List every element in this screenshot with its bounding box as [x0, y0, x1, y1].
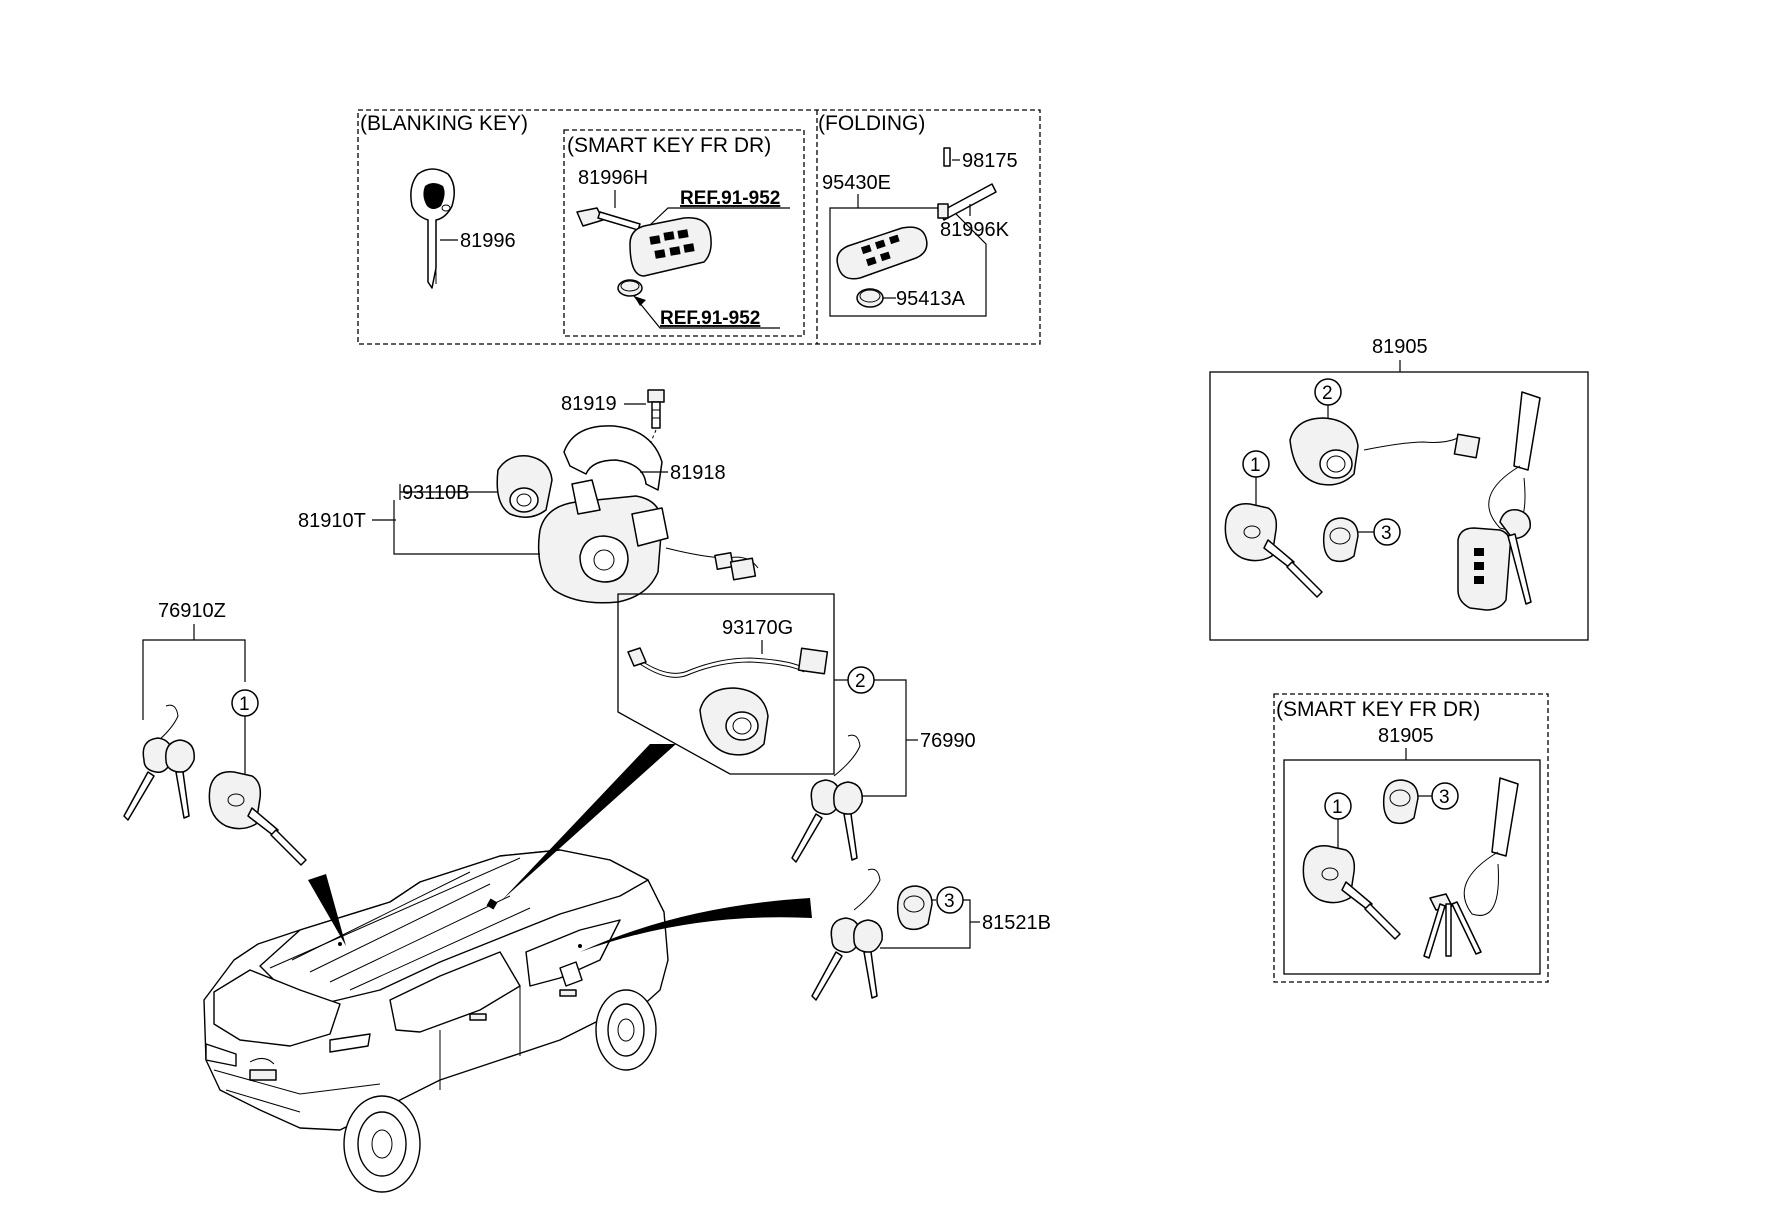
folding-key-fob-icon: [836, 226, 928, 280]
key-pair-center-icon: [791, 734, 863, 863]
outer-key-frame: [357, 109, 1041, 345]
folding-battery-icon: [856, 288, 884, 308]
steering-lock-assembly: 81919 81918 93110B: [298, 389, 759, 604]
label-81996: 81996: [460, 230, 516, 252]
cylinder-93110B-icon: [496, 455, 553, 518]
label-95413A: 95413A: [896, 288, 966, 310]
blade-81996K-icon: [937, 183, 997, 221]
label-93170G: 93170G: [722, 617, 793, 639]
door-cylinder-smart-icon: [1302, 845, 1401, 940]
label-76990: 76990: [920, 730, 976, 752]
callout-circle-3c: [1431, 782, 1459, 810]
door-cylinder-right-icon: [1224, 503, 1323, 598]
callout-3c: 3: [1439, 787, 1450, 808]
cap-81521B-icon: [896, 885, 933, 931]
harness-93170G-icon: [627, 647, 829, 756]
smart-key-caption: (SMART KEY FR DR): [567, 134, 771, 157]
blanking-key-caption: (BLANKING KEY): [360, 112, 528, 135]
label-81905-bottom: 81905: [1378, 725, 1434, 747]
label-81996H: 81996H: [578, 167, 648, 189]
label-81919: 81919: [561, 393, 617, 415]
label-81521B: 81521B: [982, 912, 1051, 934]
ref-label-2: REF.91-952: [660, 308, 760, 329]
key-group-top: (BLANKING KEY) (SMART KEY FR DR) (FOLDIN…: [357, 109, 1041, 345]
callout-1c: 1: [1332, 797, 1343, 818]
label-98175: 98175: [962, 150, 1018, 172]
emergency-key-icon: [576, 207, 641, 231]
door-lock-76910Z: 76910Z 1: [123, 600, 307, 866]
ref-label-1: REF.91-952: [680, 188, 780, 209]
kit-81905-smart-panel: (SMART KEY FR DR) 81905 3 1: [1273, 693, 1549, 983]
callout-3a: 3: [944, 891, 955, 912]
kit-81905-panel: 81905 2 1 3: [1209, 336, 1589, 641]
callout-1a: 1: [239, 694, 250, 715]
cap-smart-right-icon: [1382, 779, 1419, 825]
cap-81521B-group: 3 81521B: [811, 868, 1051, 1001]
callout-circle-3b: [1373, 518, 1401, 546]
label-93110B: 93110B: [402, 482, 469, 504]
callout-1b: 1: [1250, 455, 1261, 476]
bolt-81919-icon: [647, 389, 665, 429]
folding-caption: (FOLDING): [818, 112, 925, 135]
smart-key-right-caption: (SMART KEY FR DR): [1276, 698, 1480, 721]
battery-icon: [617, 279, 643, 297]
smart-key-right-inner-frame: [1283, 759, 1541, 975]
cylinder-93170G-frame: [617, 593, 835, 775]
label-81996K: 81996K: [940, 219, 1010, 241]
vehicle-illustration: [203, 849, 669, 1193]
label-95430E: 95430E: [822, 172, 891, 194]
callout-2b: 2: [1322, 383, 1333, 404]
kit-81905-frame: [1209, 371, 1589, 641]
label-81918: 81918: [670, 462, 726, 484]
smart-key-right-outer-frame: [1273, 693, 1549, 983]
label-76910Z: 76910Z: [158, 600, 226, 622]
cylinder-93170G-group: 93170G 2 76990: [617, 593, 976, 863]
blanking-key-icon: [410, 168, 455, 289]
pin-98175-icon: [943, 147, 951, 167]
label-81905-top: 81905: [1372, 336, 1428, 358]
pointer-arrows: [308, 744, 812, 952]
emergency-keys-smart-icon: [1423, 777, 1519, 959]
bracket-81918-icon: [563, 425, 663, 491]
smart-key-frame: [563, 129, 805, 337]
smart-key-fob-icon: [629, 217, 712, 277]
key-pair-left-icon: [123, 704, 195, 821]
ignition-cylinder-right-icon: [1289, 417, 1481, 486]
callout-3b: 3: [1381, 523, 1392, 544]
cap-right-icon: [1322, 517, 1359, 563]
label-81910T: 81910T: [298, 510, 366, 532]
ignition-body-81910T-icon: [537, 479, 759, 604]
door-cylinder-left-icon: [208, 771, 307, 866]
smart-key-fob-right-icon: [1457, 391, 1541, 611]
callout-2a: 2: [855, 671, 866, 692]
key-pair-bottom-icon: [811, 868, 883, 1001]
